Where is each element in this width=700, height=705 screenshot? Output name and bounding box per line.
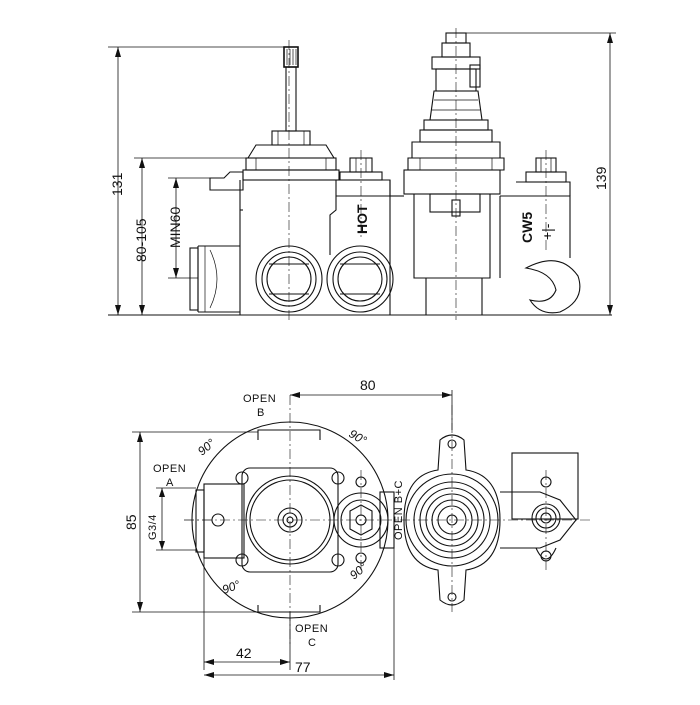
- open-c-letter: C: [308, 637, 316, 649]
- open-c-label: OPEN: [295, 623, 328, 635]
- hot-inlet: HOT: [336, 150, 391, 240]
- port-c: [326, 245, 394, 313]
- side-dimensions: 131 80-105 MIN60 139: [108, 32, 616, 315]
- stem-shaft: [285, 66, 297, 132]
- plan-dimensions: 80 85 G3/4 42 77: [123, 377, 453, 680]
- angle-bottom-left: 90°: [220, 577, 242, 596]
- dim-g34: G3/4: [147, 514, 159, 540]
- plan-body: [184, 395, 345, 645]
- angle-top-left: 90°: [195, 436, 218, 459]
- plan-cartridge: [403, 405, 501, 612]
- angle-bottom-right: 90°: [347, 560, 370, 583]
- cw-label: CW5: [519, 212, 535, 243]
- body-outline: [239, 180, 337, 315]
- right-cartridge: [403, 28, 505, 320]
- open-bc-label: OPEN B+C: [393, 480, 405, 540]
- dim-77: 77: [295, 659, 311, 675]
- left-valve-body: [189, 40, 394, 322]
- plan-outlet: [500, 452, 579, 570]
- dim-85: 85: [123, 514, 139, 530]
- cw-outlet: CW5 +|-: [389, 150, 581, 315]
- dim-80: 80: [360, 377, 376, 393]
- open-b-label: OPEN: [243, 393, 276, 405]
- angle-top-right: 90°: [347, 426, 370, 447]
- dim-131: 131: [109, 172, 125, 196]
- dim-80-105: 80-105: [133, 218, 149, 262]
- dim-min60: MIN60: [167, 207, 183, 248]
- open-a-label: OPEN: [153, 463, 186, 475]
- side-view: HOT: [108, 28, 616, 322]
- dim-42: 42: [236, 645, 252, 661]
- plan-view: OPEN B OPEN A OPEN C OPEN B+C 90° 90° 90…: [123, 377, 590, 680]
- open-b-letter: B: [257, 407, 265, 419]
- hot-label: HOT: [354, 204, 370, 234]
- cw-symbol: +|-: [539, 223, 555, 240]
- port-a: [197, 245, 240, 313]
- open-a-letter: A: [166, 477, 174, 489]
- dim-139: 139: [593, 166, 609, 190]
- left-ear: [209, 171, 244, 191]
- bonnet: [247, 144, 335, 159]
